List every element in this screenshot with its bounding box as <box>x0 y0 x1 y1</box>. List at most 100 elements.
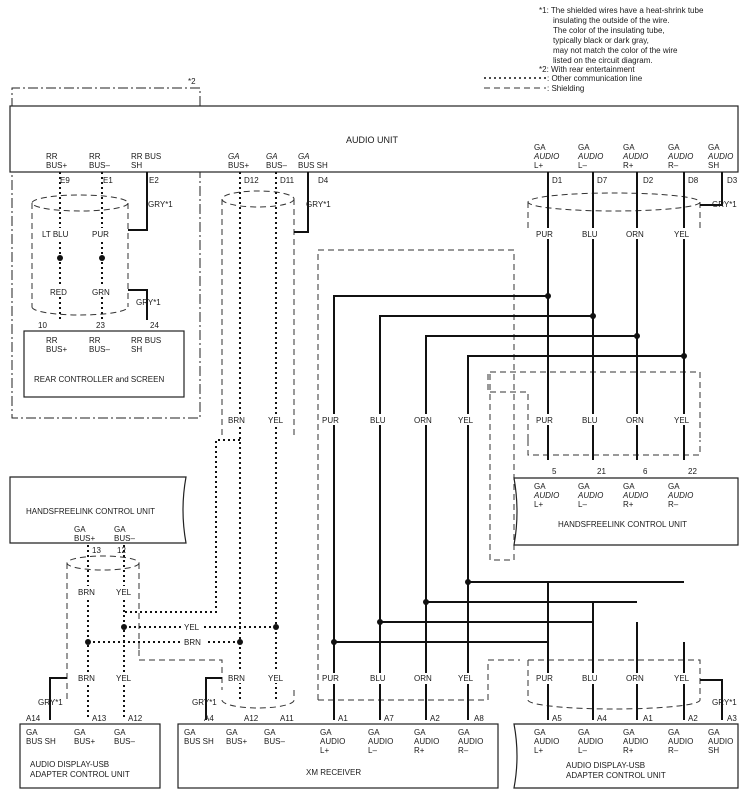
label: SH <box>708 161 719 170</box>
label: SH <box>708 746 719 755</box>
wire-label: ORN <box>414 674 432 683</box>
adu-right-title: ADAPTER CONTROL UNIT <box>566 771 666 780</box>
wire-label: BLU <box>370 674 386 683</box>
label: GA <box>578 143 590 152</box>
pin-number: A12 <box>128 714 143 723</box>
pin-number: 22 <box>688 467 697 476</box>
label: GA <box>228 152 240 161</box>
note-1-line6: listed on the circuit diagram. <box>553 56 653 65</box>
note-1-line4: typically black or dark gray, <box>553 36 649 45</box>
wire-label-gry: GRY*1 <box>712 200 737 209</box>
label: AUDIO <box>668 737 693 746</box>
wire-label: ORN <box>626 230 644 239</box>
label: AUDIO <box>707 152 733 161</box>
pin-number: A8 <box>474 714 484 723</box>
left-lower-wires <box>49 545 288 720</box>
pin-number: A5 <box>552 714 562 723</box>
audio-unit-box <box>9 105 739 173</box>
label: GA <box>184 728 196 737</box>
note-2: *2: With rear entertainment <box>539 65 635 74</box>
ga-bus-wires <box>85 172 309 700</box>
label: R+ <box>623 746 634 755</box>
label: L– <box>578 746 587 755</box>
pin-number: A2 <box>430 714 440 723</box>
label: AUDIO <box>667 491 693 500</box>
pin-number: 6 <box>643 467 648 476</box>
audio-unit: AUDIO UNIT RR BUS+ RR BUS– RR BUS SH GA … <box>9 105 739 173</box>
audio-unit-title: AUDIO UNIT <box>346 135 399 145</box>
label: AUDIO <box>578 737 603 746</box>
wire-label: YEL <box>674 674 690 683</box>
label: AUDIO <box>623 737 648 746</box>
wire-label: PUR <box>536 674 553 683</box>
label: GA <box>74 525 86 534</box>
pin-number: A13 <box>92 714 107 723</box>
label: AUDIO <box>577 491 603 500</box>
pin-number: A12 <box>244 714 259 723</box>
label: GA <box>668 143 680 152</box>
adu-left-title: ADAPTER CONTROL UNIT <box>30 770 130 779</box>
hfl-left-box <box>9 476 187 544</box>
pin-number: D2 <box>643 176 654 185</box>
label: SH <box>131 161 142 170</box>
label: BUS– <box>114 737 135 746</box>
adu-right-title: AUDIO DISPLAY-USB <box>566 761 645 770</box>
label: GA <box>534 143 546 152</box>
xm-receiver-title: XM RECEIVER <box>306 768 361 777</box>
shields <box>31 190 701 710</box>
rear-controller-box <box>23 330 185 398</box>
wire-label: BLU <box>582 416 598 425</box>
wire-label: PUR <box>322 674 339 683</box>
xm-receiver: A4 A12 A11 A1 A7 A2 A8 GA BUS SH GA BUS+… <box>177 714 499 789</box>
pin-number: D7 <box>597 176 608 185</box>
adu-right: A5 A4 A1 A2 A3 GA AUDIO L+ GA AUDIO L– G… <box>513 714 739 789</box>
wire-label: BRN <box>184 638 201 647</box>
wire-label: ORN <box>626 674 644 683</box>
wire-label: BRN <box>228 416 245 425</box>
pin-number: E9 <box>60 176 70 185</box>
pin-number: D4 <box>318 176 329 185</box>
hfl-right-box <box>513 477 739 546</box>
label: AUDIO <box>368 737 393 746</box>
wire-label-gry: GRY*1 <box>38 698 63 707</box>
adu-right-box <box>513 723 739 789</box>
label: L+ <box>534 161 543 170</box>
wire-label: ORN <box>626 416 644 425</box>
wire-labels: GRY*1 LT BLU PUR RED GRN GRY*1 GRY*1 BRN… <box>38 200 737 707</box>
pin-number: A1 <box>338 714 348 723</box>
wire-label: YEL <box>184 623 200 632</box>
label: GA <box>534 482 546 491</box>
label: L– <box>368 746 377 755</box>
label: RR BUS <box>131 152 161 161</box>
wire-label: GRN <box>92 288 110 297</box>
wire-label: BLU <box>370 416 386 425</box>
wire-label: PUR <box>92 230 109 239</box>
audio-unit-pins: E9 E1 E2 D12 D11 D4 D1 D7 D2 D8 D3 <box>60 176 738 185</box>
label: GA <box>114 525 126 534</box>
handsfreelink-right: 5 21 6 22 GA AUDIO L+ GA AUDIO L– GA AUD… <box>513 467 739 546</box>
legend-comm-line-label: : Other communication line <box>547 74 643 83</box>
label: SH <box>131 345 142 354</box>
label: AUDIO <box>320 737 345 746</box>
wire-label: BRN <box>78 588 95 597</box>
hfl-left-title: HANDSFREELINK CONTROL UNIT <box>26 507 155 516</box>
pin-number: 23 <box>96 321 105 330</box>
label: L+ <box>320 746 329 755</box>
pin-number: 12 <box>117 546 126 555</box>
wire-label: ORN <box>414 416 432 425</box>
label: GA <box>458 728 470 737</box>
pin-number: A3 <box>727 714 737 723</box>
wire-label-gry: GRY*1 <box>192 698 217 707</box>
audio-wires <box>320 172 723 720</box>
label: BUS+ <box>228 161 249 170</box>
note-1-line5: may not match the color of the wire <box>553 46 678 55</box>
wire-label: BLU <box>582 674 598 683</box>
label: AUDIO <box>458 737 483 746</box>
pin-number: A4 <box>597 714 607 723</box>
label: RR <box>89 152 101 161</box>
label: AUDIO <box>667 152 693 161</box>
adu-left: A14 A13 A12 GA BUS SH GA BUS+ GA BUS– AU… <box>19 714 161 789</box>
label: BUS– <box>264 737 285 746</box>
label: L– <box>578 161 587 170</box>
label: GA <box>534 728 546 737</box>
